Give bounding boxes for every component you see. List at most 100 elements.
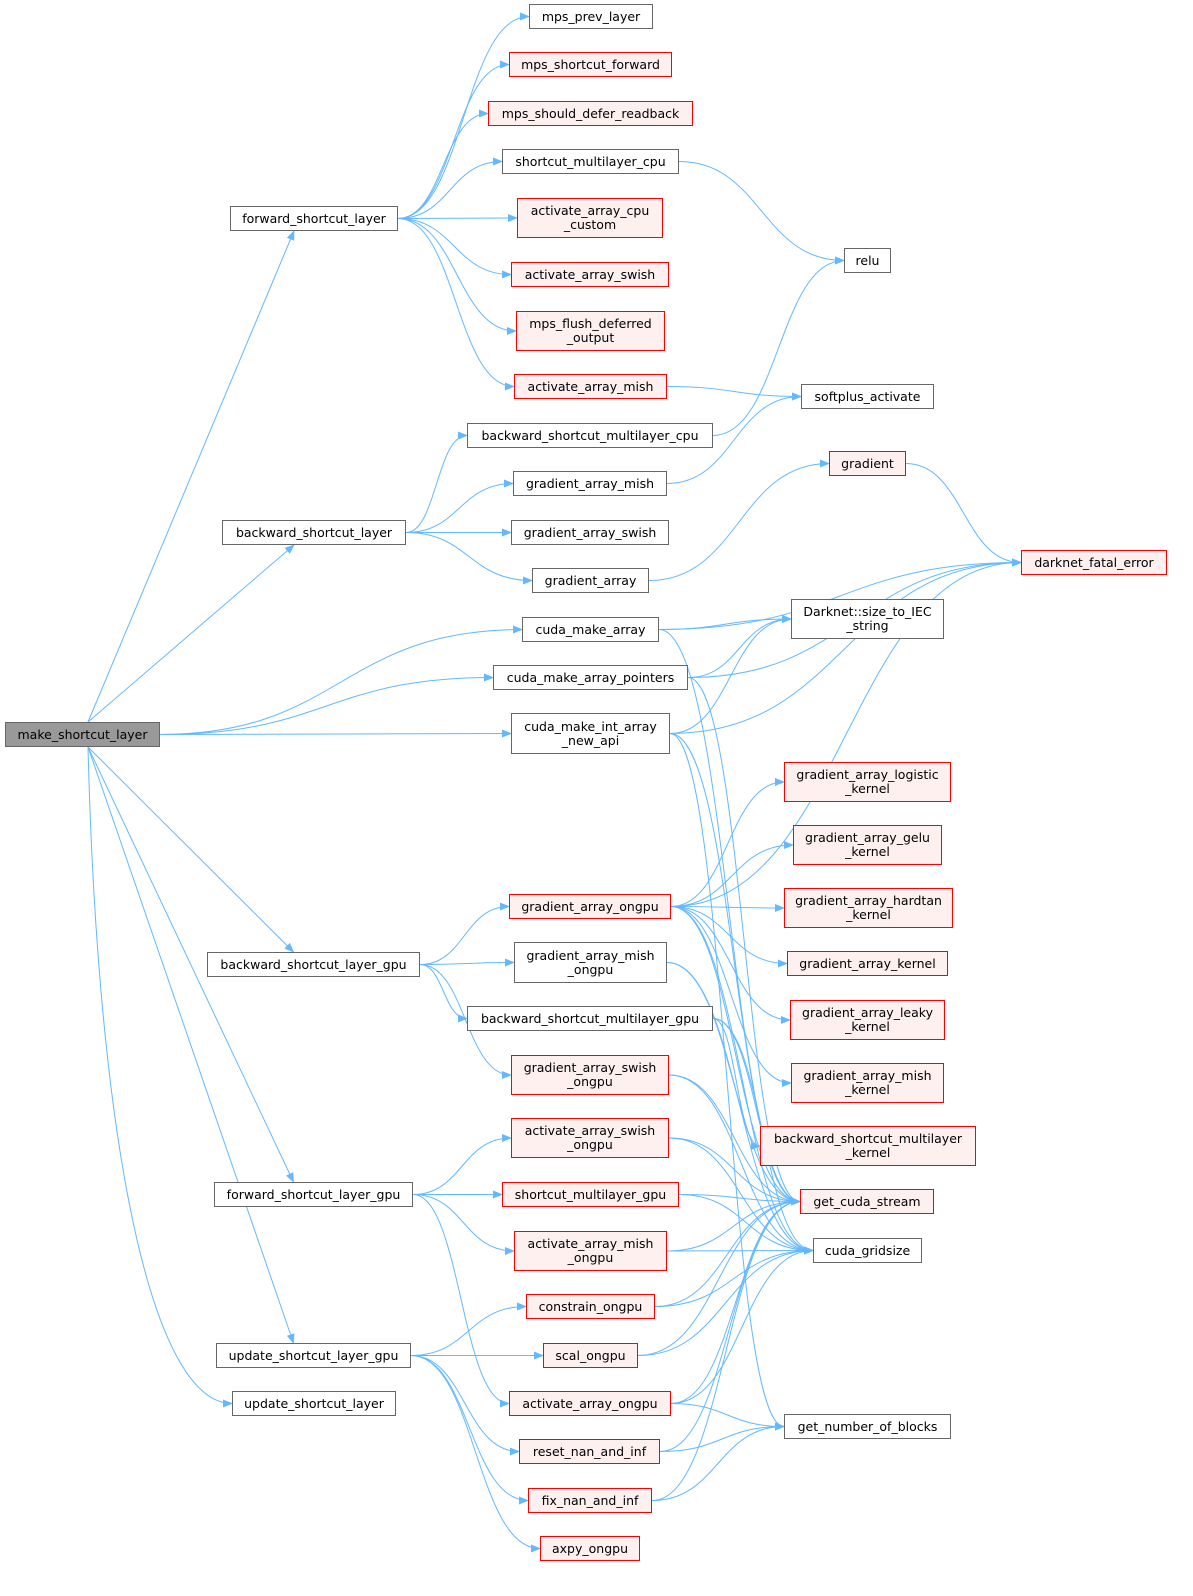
node-gradient-array[interactable]: gradient_array bbox=[532, 568, 649, 593]
node-fix-nan-and-inf[interactable]: fix_nan_and_inf bbox=[528, 1488, 652, 1513]
edge-gradient_array_ongpu-to-gradient_array_hardtan_kernel bbox=[670, 903, 785, 912]
node-forward-shortcut-layer-gpu[interactable]: forward_shortcut_layer_gpu bbox=[214, 1182, 413, 1207]
edge-activate_array_mish-to-softplus_activate bbox=[666, 386, 802, 401]
node-get-number-of-blocks[interactable]: get_number_of_blocks bbox=[784, 1414, 951, 1439]
edge-forward_shortcut_layer-to-mps_should_defer_readback bbox=[397, 109, 489, 219]
edge-make_shortcut_layer-to-cuda_make_array_pointers bbox=[159, 673, 494, 735]
edge-forward_shortcut_layer-to-activate_array_swish bbox=[397, 218, 512, 279]
edge-backward_shortcut_layer_gpu-to-backward_shortcut_multilayer_gpu bbox=[419, 964, 468, 1023]
edge-cuda_make_int_array_new_api-to-darknet_fatal_error bbox=[669, 558, 1022, 734]
edge-make_shortcut_layer-to-cuda_make_int_array_new_api bbox=[159, 729, 512, 738]
edge-forward_shortcut_layer-to-mps_flush_deferred_output bbox=[397, 218, 517, 335]
edge-update_shortcut_layer_gpu-to-axpy_ongpu bbox=[410, 1355, 541, 1553]
node-cuda-make-array[interactable]: cuda_make_array bbox=[522, 617, 659, 642]
edge-update_shortcut_layer_gpu-to-reset_nan_and_inf bbox=[410, 1355, 520, 1456]
node-scal-ongpu[interactable]: scal_ongpu bbox=[543, 1343, 638, 1368]
edge-backward_shortcut_layer_gpu-to-gradient_array_swish_ongpu bbox=[419, 964, 512, 1079]
edge-backward_shortcut_layer-to-gradient_array_mish bbox=[405, 479, 514, 533]
edge-gradient_array_mish-to-softplus_activate bbox=[666, 392, 802, 484]
node-mps-flush-deferred-output[interactable]: mps_flush_deferred _output bbox=[516, 311, 665, 351]
node-softplus-activate[interactable]: softplus_activate bbox=[801, 384, 934, 409]
node-gradient-array-swish-ongpu[interactable]: gradient_array_swish _ongpu bbox=[511, 1055, 669, 1095]
node-gradient-array-logistic-kernel[interactable]: gradient_array_logistic _kernel bbox=[784, 762, 951, 802]
node-reset-nan-and-inf[interactable]: reset_nan_and_inf bbox=[519, 1439, 660, 1464]
node-gradient-array-hardtan-kernel[interactable]: gradient_array_hardtan _kernel bbox=[784, 888, 953, 928]
edge-gradient_array_ongpu-to-darknet_fatal_error bbox=[670, 558, 1022, 907]
node-update-shortcut-layer-gpu[interactable]: update_shortcut_layer_gpu bbox=[216, 1343, 411, 1368]
node-activate-array-cpu-custom[interactable]: activate_array_cpu _custom bbox=[517, 198, 663, 238]
node-cuda-gridsize[interactable]: cuda_gridsize bbox=[813, 1238, 922, 1263]
node-mps-should-defer-readback[interactable]: mps_should_defer_readback bbox=[488, 101, 693, 126]
edge-update_shortcut_layer_gpu-to-constrain_ongpu bbox=[410, 1302, 527, 1356]
node-shortcut-multilayer-cpu[interactable]: shortcut_multilayer_cpu bbox=[502, 149, 679, 174]
edge-activate_array_mish_ongpu-to-cuda_gridsize bbox=[666, 1246, 814, 1255]
node-constrain-ongpu[interactable]: constrain_ongpu bbox=[526, 1294, 655, 1319]
node-activate-array-mish-ongpu[interactable]: activate_array_mish _ongpu bbox=[514, 1231, 667, 1271]
node-gradient-array-leaky-kernel[interactable]: gradient_array_leaky _kernel bbox=[790, 1000, 945, 1040]
edge-cuda_make_int_array_new_api-to-get_cuda_stream bbox=[669, 733, 801, 1206]
node-axpy-ongpu[interactable]: axpy_ongpu bbox=[540, 1536, 640, 1561]
edge-gradient_array_ongpu-to-cuda_gridsize bbox=[670, 906, 814, 1255]
node-update-shortcut-layer[interactable]: update_shortcut_layer bbox=[232, 1391, 396, 1416]
node-gradient-array-mish-ongpu[interactable]: gradient_array_mish _ongpu bbox=[514, 942, 667, 983]
edge-gradient_array_ongpu-to-gradient_array_logistic_kernel bbox=[670, 778, 785, 907]
node-gradient-array-gelu-kernel[interactable]: gradient_array_gelu _kernel bbox=[793, 825, 942, 865]
edge-forward_shortcut_layer-to-mps_shortcut_forward bbox=[397, 60, 510, 219]
edge-cuda_make_int_array_new_api-to-size_to_IEC_string bbox=[669, 615, 792, 734]
edge-activate_array_ongpu-to-get_number_of_blocks bbox=[670, 1403, 785, 1431]
node-get-cuda-stream[interactable]: get_cuda_stream bbox=[800, 1189, 934, 1214]
edge-make_shortcut_layer-to-forward_shortcut_layer bbox=[87, 230, 295, 723]
node-gradient[interactable]: gradient bbox=[829, 451, 906, 476]
edge-backward_shortcut_layer_gpu-to-gradient_array_ongpu bbox=[419, 902, 510, 965]
node-darknet-fatal-error[interactable]: darknet_fatal_error bbox=[1021, 550, 1167, 575]
edge-make_shortcut_layer-to-forward_shortcut_layer_gpu bbox=[87, 746, 294, 1183]
edge-forward_shortcut_layer-to-shortcut_multilayer_cpu bbox=[397, 157, 503, 219]
node-gradient-array-kernel[interactable]: gradient_array_kernel bbox=[787, 951, 948, 976]
node-gradient-array-swish[interactable]: gradient_array_swish bbox=[511, 520, 669, 545]
node-mps-shortcut-forward[interactable]: mps_shortcut_forward bbox=[509, 52, 672, 77]
node-cuda-make-array-pointers[interactable]: cuda_make_array_pointers bbox=[493, 665, 688, 690]
edge-activate_array_ongpu-to-cuda_gridsize bbox=[670, 1246, 814, 1404]
edge-gradient_array_mish_ongpu-to-cuda_gridsize bbox=[666, 962, 814, 1255]
node-backward-shortcut-multilayer-kernel[interactable]: backward_shortcut_multilayer _kernel bbox=[760, 1126, 976, 1166]
edge-forward_shortcut_layer-to-activate_array_cpu_custom bbox=[397, 214, 518, 223]
edge-constrain_ongpu-to-get_cuda_stream bbox=[654, 1197, 801, 1307]
node-activate-array-ongpu[interactable]: activate_array_ongpu bbox=[509, 1391, 671, 1416]
node-gradient-array-mish-kernel[interactable]: gradient_array_mish _kernel bbox=[791, 1063, 944, 1103]
node-gradient-array-ongpu[interactable]: gradient_array_ongpu bbox=[509, 894, 671, 919]
node-size-to-IEC-string[interactable]: Darknet::size_to_IEC _string bbox=[791, 599, 944, 639]
node-make-shortcut-layer[interactable]: make_shortcut_layer bbox=[5, 722, 160, 747]
edge-cuda_make_array_pointers-to-get_cuda_stream bbox=[687, 677, 801, 1206]
edge-gradient_array_ongpu-to-gradient_array_mish_kernel bbox=[670, 906, 792, 1087]
node-backward-shortcut-multilayer-gpu[interactable]: backward_shortcut_multilayer_gpu bbox=[467, 1006, 713, 1031]
edge-cuda_make_array-to-darknet_fatal_error bbox=[658, 558, 1022, 630]
edge-shortcut_multilayer_gpu-to-cuda_gridsize bbox=[678, 1194, 814, 1255]
node-cuda-make-int-array-new-api[interactable]: cuda_make_int_array _new_api bbox=[511, 713, 670, 754]
node-activate-array-mish[interactable]: activate_array_mish bbox=[514, 374, 667, 399]
edge-make_shortcut_layer-to-backward_shortcut_layer_gpu bbox=[87, 746, 295, 953]
edge-gradient_array_swish_ongpu-to-cuda_gridsize bbox=[668, 1074, 814, 1255]
edge-cuda_make_int_array_new_api-to-get_number_of_blocks bbox=[669, 733, 785, 1431]
node-gradient-array-mish[interactable]: gradient_array_mish bbox=[513, 471, 667, 496]
edge-backward_shortcut_layer-to-gradient_array bbox=[405, 532, 533, 585]
edge-gradient_array_ongpu-to-gradient_array_gelu_kernel bbox=[670, 841, 794, 907]
edge-scal_ongpu-to-cuda_gridsize bbox=[637, 1246, 814, 1356]
edge-shortcut_multilayer_gpu-to-get_cuda_stream bbox=[678, 1194, 801, 1206]
node-backward-shortcut-layer-gpu[interactable]: backward_shortcut_layer_gpu bbox=[207, 952, 420, 977]
node-relu[interactable]: relu bbox=[844, 248, 891, 273]
edge-update_shortcut_layer_gpu-to-fix_nan_and_inf bbox=[410, 1355, 529, 1505]
edge-gradient_array_swish_ongpu-to-get_cuda_stream bbox=[668, 1074, 801, 1206]
node-shortcut-multilayer-gpu[interactable]: shortcut_multilayer_gpu bbox=[502, 1182, 679, 1207]
edge-make_shortcut_layer-to-cuda_make_array bbox=[159, 625, 523, 735]
node-backward-shortcut-multilayer-cpu[interactable]: backward_shortcut_multilayer_cpu bbox=[467, 423, 713, 448]
edge-activate_array_ongpu-to-get_cuda_stream bbox=[670, 1197, 801, 1404]
node-activate-array-swish-ongpu[interactable]: activate_array_swish _ongpu bbox=[511, 1118, 669, 1158]
node-backward-shortcut-layer[interactable]: backward_shortcut_layer bbox=[222, 520, 406, 545]
edge-backward_shortcut_layer_gpu-to-gradient_array_mish_ongpu bbox=[419, 958, 515, 967]
node-mps-prev-layer[interactable]: mps_prev_layer bbox=[529, 4, 653, 29]
edge-forward_shortcut_layer_gpu-to-activate_array_ongpu bbox=[412, 1194, 510, 1408]
node-activate-array-swish[interactable]: activate_array_swish bbox=[511, 262, 669, 287]
node-forward-shortcut-layer[interactable]: forward_shortcut_layer bbox=[230, 206, 398, 231]
